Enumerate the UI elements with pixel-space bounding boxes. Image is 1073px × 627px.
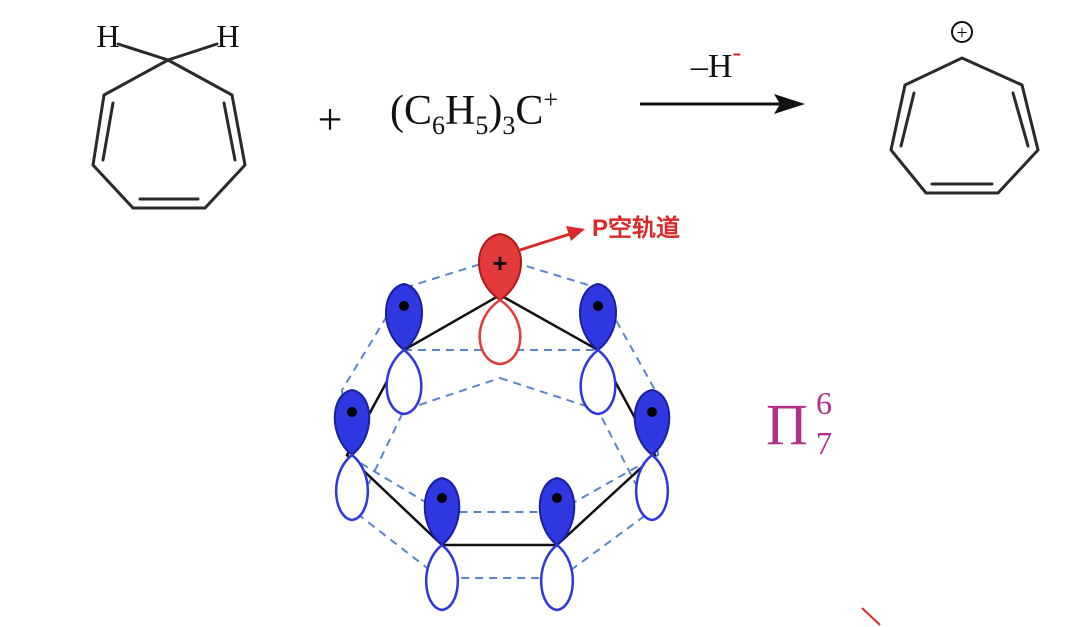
arrow-condition-label: –H- (690, 38, 741, 85)
arrow-label-superscript: - (732, 38, 741, 67)
product-double-bond-left (899, 91, 916, 148)
hydrogen-label-left: H (96, 18, 119, 54)
double-bond-left (101, 101, 115, 162)
product-charge-sign: + (956, 22, 967, 44)
empty-orbital-label: P空轨道 (592, 214, 680, 242)
formula-charge: + (543, 85, 558, 114)
inner-overlap-outline (353, 376, 652, 579)
outer-overlap-outline (340, 256, 660, 513)
p-orbital-lower-right (538, 476, 576, 612)
reaction-arrow (640, 94, 805, 114)
tropylium-structure: + (889, 21, 1040, 195)
p-orbital-upper-right (579, 282, 617, 416)
p-orbital-upper-left (385, 282, 423, 416)
ch-bond-right (166, 42, 219, 62)
p-orbital-middle-right (633, 388, 671, 522)
arrow-label-main: –H (690, 48, 733, 85)
formula-h-subscript: 5 (475, 111, 488, 140)
circled-charge (951, 21, 973, 43)
trityl-cation-formula: (C6H5)3C+ (390, 85, 558, 140)
formula-c-subscript: 6 (432, 111, 445, 140)
vacant-p-orbital (478, 232, 522, 366)
cycloheptatriene-structure: H H (91, 18, 247, 210)
hydrogen-label-right: H (216, 18, 239, 54)
plus-sign: + (318, 95, 343, 144)
cation-charge-mark: + (492, 248, 507, 278)
formula-hydrogen: H (445, 88, 475, 134)
orbital-diagram: + (333, 214, 680, 612)
corner-red-mark (861, 607, 881, 626)
double-bond-right (222, 101, 237, 162)
formula-open-carbon: (C (390, 88, 432, 134)
pi-center-count: 7 (816, 425, 832, 461)
formula-paren-subscript: 3 (502, 111, 515, 140)
p-orbital-middle-left (333, 388, 371, 522)
pi-electron-count: 6 (816, 385, 832, 421)
product-double-bond-right (1011, 91, 1030, 148)
tropylium-ring (889, 56, 1040, 195)
ch-bond-left (116, 42, 170, 62)
formula-close-paren: ) (488, 88, 502, 134)
empty-orbital-pointer-arrow (519, 226, 585, 252)
p-orbital-lower-left (423, 476, 461, 612)
cycloheptatriene-ring (91, 58, 247, 210)
pi-symbol: Π (766, 392, 808, 457)
pi-bond-notation: Π 6 7 (766, 385, 832, 461)
formula-carbon: C (515, 88, 543, 134)
